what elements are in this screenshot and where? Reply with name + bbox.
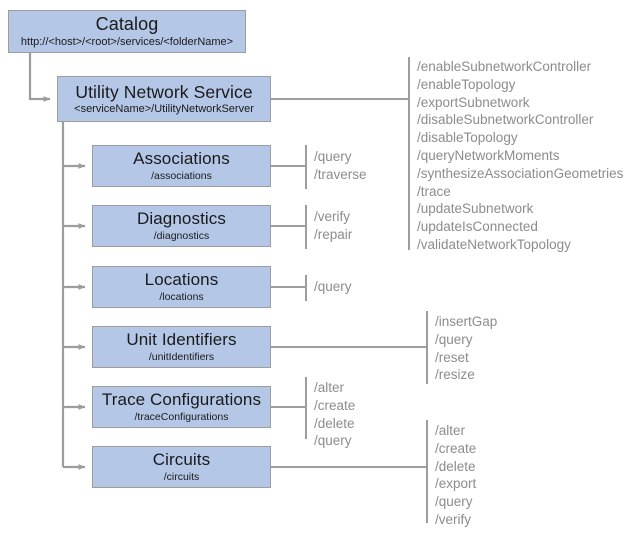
node-locations-subtitle: /locations [159,290,204,303]
node-unit-identifiers-subtitle: /unitIdentifiers [148,350,215,363]
node-unit-identifiers[interactable]: Unit Identifiers /unitIdentifiers [92,326,271,368]
operation-item: /delete [314,415,355,431]
operation-item: /query [314,149,352,164]
node-utility-network-service-subtitle: <serviceName>/UtilityNetworkServer [74,102,254,115]
operation-item: /disableTopology [417,130,518,146]
operation-item: /delete [435,458,476,474]
node-locations-title: Locations [144,270,219,290]
node-utility-network-service-title: Utility Network Service [75,81,253,102]
node-diagnostics-subtitle: /diagnostics [153,229,210,242]
operation-item: /reset [435,349,469,365]
operations-trace-configurations: /alter/create/delete/query [314,379,355,450]
operation-item: /disableSubnetworkController [417,112,594,128]
operation-item: /alter [435,423,466,438]
operation-item: /queryNetworkMoments [417,147,560,163]
operation-item: /query [314,433,352,449]
operation-item: /synthesizeAssociationGeometries [417,165,624,181]
operation-item: /query [435,494,473,510]
operation-item: /create [314,397,356,413]
operation-item: /export [435,476,477,492]
operations-diagnostics: /verify/repair [314,208,352,244]
operation-item: /verify [435,511,472,527]
operations-associations: /query/traverse [314,148,367,184]
operation-item: /enableSubnetworkController [417,59,592,74]
node-trace-configurations-subtitle: /traceConfigurations [134,410,229,423]
edge-catalog-to-service [28,53,51,102]
operations-locations: /query [314,278,352,296]
node-associations-title: Associations [133,149,230,169]
operation-item: /create [435,440,477,456]
operation-item: /exportSubnetwork [417,94,530,110]
operation-item: /alter [314,380,345,395]
node-circuits-subtitle: /circuits [163,470,200,483]
operation-item: /updateIsConnected [417,219,538,235]
operation-item: /repair [314,226,353,242]
operation-item: /query [435,331,473,347]
operation-item: /query [314,279,352,294]
operations-unit-identifiers: /insertGap/query/reset/resize [435,313,497,384]
operation-item: /updateSubnetwork [417,201,534,217]
operation-item: /enableTopology [417,76,516,92]
operation-item: /traverse [314,166,367,182]
node-associations-subtitle: /associations [151,169,212,182]
node-circuits-title: Circuits [152,450,211,470]
node-unit-identifiers-title: Unit Identifiers [126,330,237,350]
node-trace-configurations-title: Trace Configurations [101,390,262,410]
node-catalog-title: Catalog [95,13,159,34]
node-circuits[interactable]: Circuits /circuits [92,446,271,488]
node-utility-network-service[interactable]: Utility Network Service <serviceName>/Ut… [57,76,271,122]
operation-item: /validateNetworkTopology [417,236,571,252]
operation-item: /trace [417,183,451,199]
node-locations[interactable]: Locations /locations [92,266,271,308]
node-associations[interactable]: Associations /associations [92,145,271,187]
operation-item: /insertGap [435,314,498,329]
operations-utility-network-service: /enableSubnetworkController/enableTopolo… [417,58,623,254]
node-trace-configurations[interactable]: Trace Configurations /traceConfiguration… [92,386,271,428]
operation-item: /verify [314,209,351,224]
operations-circuits: /alter/create/delete/export/query/verify [435,422,476,529]
node-diagnostics-title: Diagnostics [137,209,226,229]
node-catalog[interactable]: Catalog http://<host>/<root>/services/<f… [8,10,246,53]
node-catalog-subtitle: http://<host>/<root>/services/<folderNam… [20,35,234,48]
operation-item: /resize [435,367,475,383]
node-diagnostics[interactable]: Diagnostics /diagnostics [92,205,271,247]
